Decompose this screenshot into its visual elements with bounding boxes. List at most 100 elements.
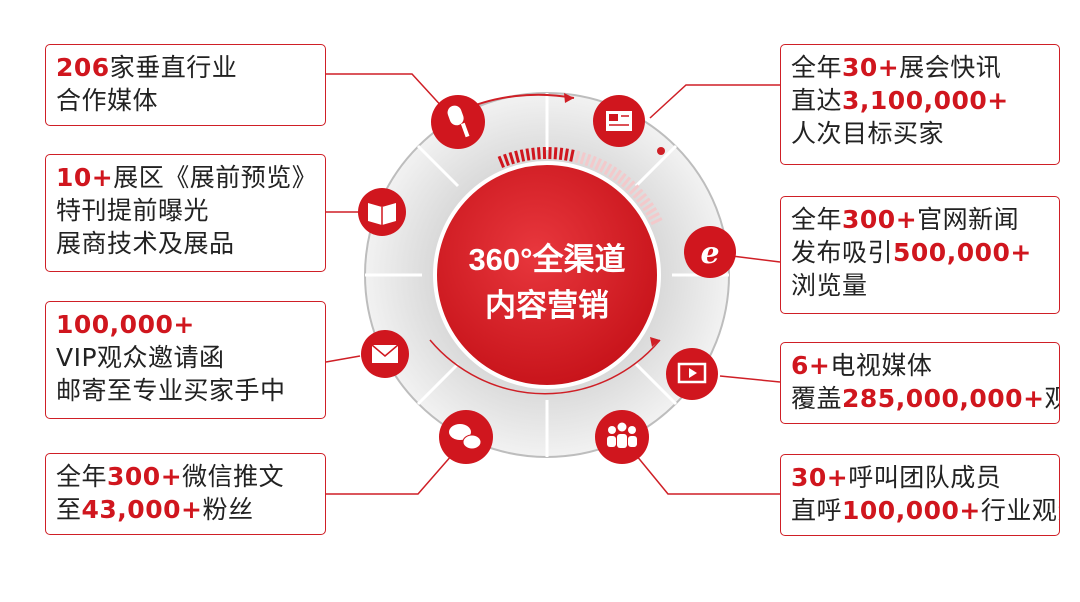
progress-tick	[525, 148, 531, 161]
channel-line: 展商技术及展品	[56, 227, 315, 260]
line-text: 微信推文	[182, 462, 285, 491]
ring-dividers	[365, 93, 729, 457]
channel-line: 发布吸引500,000+	[791, 236, 1049, 269]
progress-tick	[519, 149, 526, 162]
channel-line: 30+呼叫团队成员	[791, 461, 1049, 494]
highlight-number: 6+	[791, 351, 831, 380]
highlight-number: 30+	[842, 53, 900, 82]
progress-tick	[642, 202, 654, 212]
channel-line: 覆盖285,000,000+观众	[791, 382, 1059, 415]
highlight-number: 30+	[791, 463, 849, 492]
progress-tick	[531, 147, 536, 160]
line-text: 浏览量	[791, 271, 868, 300]
highlight-number: 285,000,000+	[842, 384, 1045, 413]
line-text: 粉丝	[202, 495, 254, 524]
connector-lines	[325, 73, 781, 495]
channel-line: 6+电视媒体	[791, 349, 1049, 382]
channel-line: 10+展区《展前预览》	[56, 161, 318, 194]
progress-tick	[558, 147, 564, 160]
wechat-icon	[439, 410, 493, 464]
microphone-icon	[431, 95, 485, 149]
highlight-number: 500,000+	[893, 238, 1032, 267]
channel-line: 浏览量	[791, 269, 1049, 302]
progress-tick	[647, 212, 660, 221]
progress-tick	[514, 150, 520, 163]
channel-line: 全年300+微信推文	[56, 460, 315, 493]
people-icon	[595, 410, 649, 464]
progress-tick	[625, 180, 636, 192]
progress-tick	[537, 147, 541, 160]
book-icon	[358, 188, 406, 236]
line-text: 人次目标买家	[791, 119, 945, 148]
highlight-number: 10+	[56, 163, 114, 192]
channel-line: 直达3,100,000+	[791, 84, 1049, 117]
browser-icon: e	[684, 226, 736, 278]
progress-tick	[589, 155, 597, 169]
progress-tick	[594, 158, 603, 171]
line-text: 电视媒体	[830, 351, 933, 380]
progress-tick	[635, 192, 648, 203]
progress-tick	[603, 163, 613, 176]
line-text: 呼叫团队成员	[848, 463, 1002, 492]
line-text: 家垂直行业	[109, 53, 238, 82]
progress-tick	[608, 166, 618, 179]
highlight-number: 206	[56, 53, 110, 82]
channel-line: 全年300+官网新闻	[791, 203, 1049, 236]
progress-tick	[579, 152, 586, 165]
svg-text:e: e	[700, 236, 719, 271]
progress-tick	[569, 149, 575, 162]
highlight-number: 100,000+	[56, 310, 195, 339]
line-text: 展区《展前预览》	[113, 163, 318, 192]
progress-tick	[612, 169, 623, 182]
channel-line: 全年30+展会快讯	[791, 51, 1049, 84]
progress-tick	[599, 160, 608, 173]
highlight-number: 43,000+	[81, 495, 203, 524]
progress-tick	[497, 155, 505, 169]
center-title-line1: 360°全渠道	[468, 242, 625, 277]
channel-box-preview: 10+展区《展前预览》特刊提前曝光展商技术及展品	[45, 154, 326, 272]
channel-line: VIP观众邀请函	[56, 341, 315, 374]
center-title-line2: 内容营销	[485, 288, 609, 323]
line-prefix: 发布吸引	[791, 238, 894, 267]
line-prefix: 全年	[791, 53, 843, 82]
progress-tick	[584, 153, 592, 167]
highlight-number: 100,000+	[842, 496, 981, 525]
channel-line: 206家垂直行业	[56, 51, 315, 84]
line-text: 展会快讯	[899, 53, 1002, 82]
channel-box-media: 206家垂直行业合作媒体	[45, 44, 326, 126]
progress-tick	[632, 188, 644, 199]
progress-tick	[574, 150, 581, 164]
channel-box-wechat: 全年300+微信推文至43,000+粉丝	[45, 453, 326, 535]
progress-ticks	[497, 146, 663, 226]
newspaper-icon	[593, 95, 645, 147]
channel-box-newsletter: 全年30+展会快讯直达3,100,000+人次目标买家	[780, 44, 1060, 165]
center-circle	[433, 161, 661, 389]
highlight-number: 3,100,000+	[842, 86, 1009, 115]
tv-icon	[666, 348, 718, 400]
line-text: 特刊提前曝光	[56, 196, 210, 225]
channel-line: 人次目标买家	[791, 117, 1049, 150]
envelope-icon	[361, 330, 409, 378]
progress-tick	[650, 217, 663, 226]
line-text: 官网新闻	[917, 205, 1020, 234]
line-prefix: 覆盖	[791, 384, 843, 413]
progress-tick	[508, 152, 515, 165]
line-prefix: 至	[56, 495, 82, 524]
orbit-dot	[657, 147, 665, 155]
line-text: VIP观众邀请函	[56, 343, 225, 372]
progress-tick	[621, 176, 632, 188]
channel-box-vip: 100,000+VIP观众邀请函邮寄至专业买家手中	[45, 301, 326, 419]
highlight-number: 300+	[107, 462, 183, 491]
line-prefix: 全年	[791, 205, 843, 234]
channel-line: 合作媒体	[56, 84, 315, 117]
channel-line: 100,000+	[56, 308, 315, 341]
line-text: 观众	[1045, 384, 1059, 413]
channel-box-web: 全年300+官网新闻发布吸引500,000+浏览量	[780, 196, 1060, 314]
line-prefix: 直呼	[791, 496, 843, 525]
progress-tick	[639, 197, 651, 208]
orbit-arc-bottom	[429, 339, 661, 395]
line-text: 合作媒体	[56, 86, 159, 115]
